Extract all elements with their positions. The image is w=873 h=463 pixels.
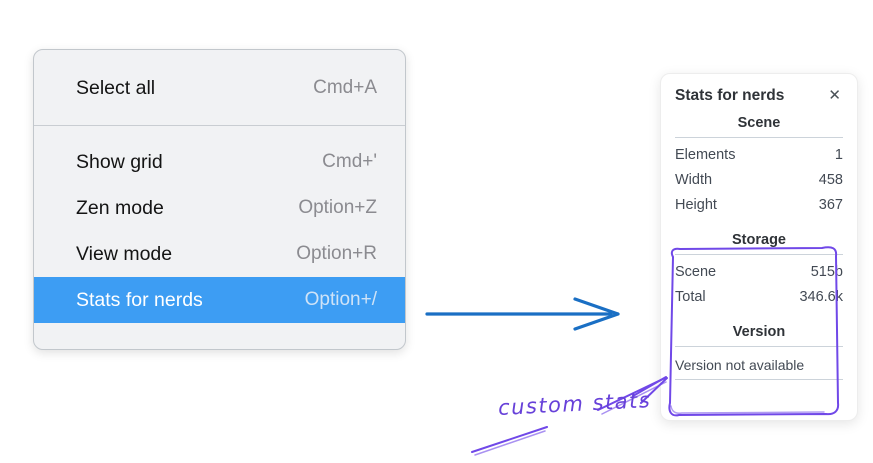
menu-item-shortcut: Option+R (296, 243, 377, 264)
section-divider (675, 254, 843, 255)
menu-item-shortcut: Option+Z (298, 197, 377, 218)
menu-item-view-mode[interactable]: View mode Option+R (34, 231, 405, 277)
menu-item-show-grid[interactable]: Show grid Cmd+' (34, 139, 405, 185)
context-menu: Select all Cmd+A Show grid Cmd+' Zen mod… (33, 49, 406, 350)
stat-label: Elements (675, 146, 736, 163)
stat-row: Height 367 (675, 192, 843, 217)
menu-item-stats-for-nerds[interactable]: Stats for nerds Option+/ (34, 277, 405, 323)
stat-row: Total 346.6k (675, 284, 843, 309)
flow-arrow-icon (425, 297, 620, 331)
menu-item-label: Show grid (76, 150, 163, 173)
section-divider (675, 137, 843, 138)
menu-item-select-all[interactable]: Select all Cmd+A (34, 65, 405, 111)
menu-separator (34, 125, 405, 126)
menu-item-zen-mode[interactable]: Zen mode Option+Z (34, 185, 405, 231)
close-icon: ✕ (828, 87, 841, 104)
menu-item-label: View mode (76, 242, 173, 265)
stat-value: 346.6k (799, 288, 843, 305)
stat-value: 458 (818, 171, 843, 188)
stat-row: Scene 515b (675, 259, 843, 284)
section-heading-scene: Scene (737, 115, 781, 131)
annotation-arrow-icon (471, 376, 668, 456)
version-section: Version Version not available (675, 324, 843, 380)
stat-row: Elements 1 (675, 142, 843, 167)
section-heading-storage: Storage (732, 232, 786, 248)
stat-value: 367 (818, 196, 843, 213)
scene-section: Scene Elements 1 Width 458 Height 367 (675, 115, 843, 217)
menu-item-label: Zen mode (76, 196, 164, 219)
section-divider (675, 379, 843, 380)
menu-item-label: Stats for nerds (76, 288, 203, 311)
sketch-highlight-box (668, 246, 840, 417)
version-note: Version not available (675, 357, 805, 373)
menu-item-shortcut: Cmd+' (322, 151, 377, 172)
stat-label: Width (675, 171, 713, 188)
stat-label: Total (675, 288, 706, 305)
storage-section: Storage Scene 515b Total 346.6k (675, 232, 843, 309)
section-heading-version: Version (732, 324, 786, 340)
menu-item-label: Select all (76, 76, 156, 99)
stats-panel-title: Stats for nerds (675, 86, 785, 104)
stat-value: 515b (810, 263, 843, 280)
menu-item-shortcut: Option+/ (304, 289, 377, 310)
stats-panel-header: Stats for nerds ✕ (675, 86, 843, 105)
stat-row: Width 458 (675, 167, 843, 192)
stat-label: Scene (675, 263, 717, 280)
menu-item-shortcut: Cmd+A (313, 77, 377, 98)
section-divider (675, 346, 843, 347)
stat-value: 1 (834, 146, 843, 163)
stat-label: Height (675, 196, 717, 213)
close-button[interactable]: ✕ (826, 86, 843, 105)
